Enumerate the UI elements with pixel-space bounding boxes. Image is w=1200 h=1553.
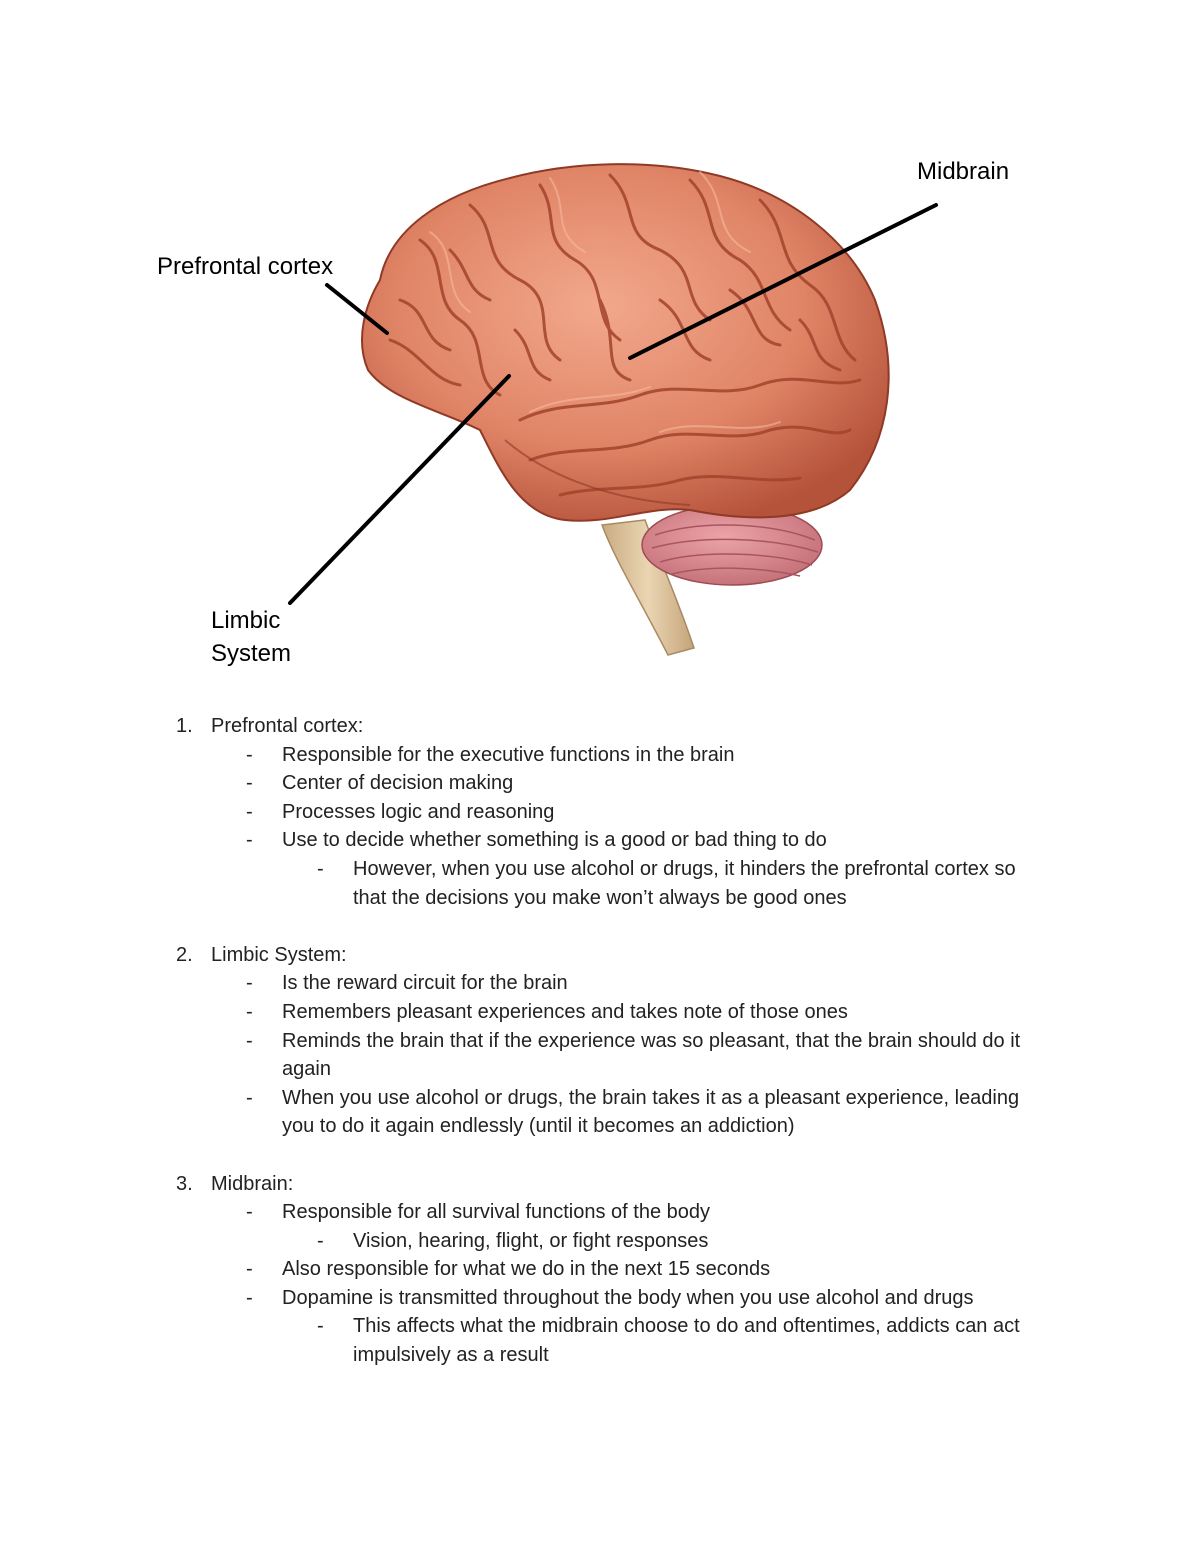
limbic-leader-line [288, 374, 511, 605]
bullet-dash: - [317, 1229, 324, 1252]
list-item: - Responsible for all survival functions … [0, 1198, 1042, 1227]
list-item: - Reminds the brain that if the experienc… [0, 1027, 1042, 1084]
section-title: Midbrain: [211, 1172, 294, 1195]
bullet-dash: - [246, 772, 253, 795]
limbic-system-label: Limbic System [211, 604, 291, 670]
prefrontal-cortex-label: Prefrontal cortex [157, 253, 334, 280]
bullet-text: Responsible for the executive functions … [282, 743, 735, 766]
brain-figure: Prefrontal cortex Midbrain Limbic System [0, 0, 1200, 700]
bullet-text: Also responsible for what we do in the n… [282, 1258, 771, 1281]
midbrain-label: Midbrain [917, 158, 1010, 185]
bullet-text: Vision, hearing, flight, or fight respon… [353, 1229, 709, 1252]
section-number: 3. [176, 1172, 193, 1195]
bullet-text: When you use alcohol or drugs, the brain… [282, 1086, 1020, 1138]
limbic-label-line1: Limbic [211, 607, 281, 634]
bullet-text: However, when you use alcohol or drugs, … [353, 857, 1016, 909]
bullet-dash: - [246, 1286, 253, 1309]
sub-list-item: - This affects what the midbrain choose t… [0, 1312, 1053, 1369]
limbic-label-line2: System [211, 640, 292, 667]
bullet-text: Is the reward circuit for the brain [282, 972, 568, 995]
list-item: - Dopamine is transmitted throughout the … [0, 1284, 1042, 1313]
section-title: Limbic System: [211, 943, 347, 966]
bullet-dash: - [246, 1086, 253, 1109]
list-item: - Remembers pleasant experiences and take… [0, 998, 1042, 1027]
bullet-text: Remembers pleasant experiences and takes… [282, 1000, 848, 1023]
bullet-dash: - [246, 1201, 253, 1224]
section-limbic-system: 2. Limbic System: - Is the reward circuit… [0, 941, 1200, 1141]
brain-illustration [288, 163, 938, 656]
bullet-dash: - [246, 743, 253, 766]
list-item: - Use to decide whether something is a go… [0, 826, 1042, 855]
bullet-text: Processes logic and reasoning [282, 800, 555, 823]
bullet-dash: - [246, 1258, 253, 1281]
section-heading: 2. Limbic System: [0, 941, 1200, 970]
bullet-dash: - [246, 829, 253, 852]
bullet-text: Dopamine is transmitted throughout the b… [282, 1286, 974, 1309]
midbrain-leader-line [628, 203, 938, 360]
list-item: - Is the reward circuit for the brain [0, 969, 1042, 998]
section-number: 1. [176, 715, 193, 737]
prefrontal-leader-line [325, 283, 389, 335]
section-midbrain: 3. Midbrain: - Responsible for all surviv… [0, 1170, 1200, 1370]
bullet-dash: - [246, 1029, 253, 1052]
bullet-dash: - [246, 1000, 253, 1023]
section-heading: 3. Midbrain: [0, 1170, 1200, 1199]
cerebrum [361, 163, 890, 522]
bullet-text: Center of decision making [282, 772, 514, 795]
notes-list: 1. Prefrontal cortex: - Responsible for t… [0, 712, 1200, 1398]
list-item: - When you use alcohol or drugs, the brai… [0, 1084, 1042, 1141]
list-item: - Also responsible for what we do in the … [0, 1255, 1042, 1284]
list-item: - Center of decision making [0, 769, 1042, 798]
section-prefrontal-cortex: 1. Prefrontal cortex: - Responsible for t… [0, 712, 1200, 912]
bullet-dash: - [246, 972, 253, 995]
section-number: 2. [176, 943, 193, 966]
bullet-dash: - [246, 800, 253, 823]
sub-list-item: - Vision, hearing, flight, or fight respo… [0, 1227, 1053, 1256]
bullet-text: Responsible for all survival functions o… [282, 1201, 711, 1224]
list-item: - Processes logic and reasoning [0, 798, 1042, 827]
bullet-text: Use to decide whether something is a goo… [282, 829, 827, 852]
list-item: - Responsible for the executive functions… [0, 741, 1042, 770]
bullet-text: Reminds the brain that if the experience… [282, 1029, 1021, 1081]
section-title: Prefrontal cortex: [211, 715, 364, 737]
section-heading: 1. Prefrontal cortex: [0, 712, 1200, 741]
bullet-dash: - [317, 1315, 324, 1338]
bullet-dash: - [317, 857, 324, 880]
sub-list-item: - However, when you use alcohol or drugs,… [0, 855, 1053, 912]
bullet-text: This affects what the midbrain choose to… [353, 1315, 1020, 1367]
